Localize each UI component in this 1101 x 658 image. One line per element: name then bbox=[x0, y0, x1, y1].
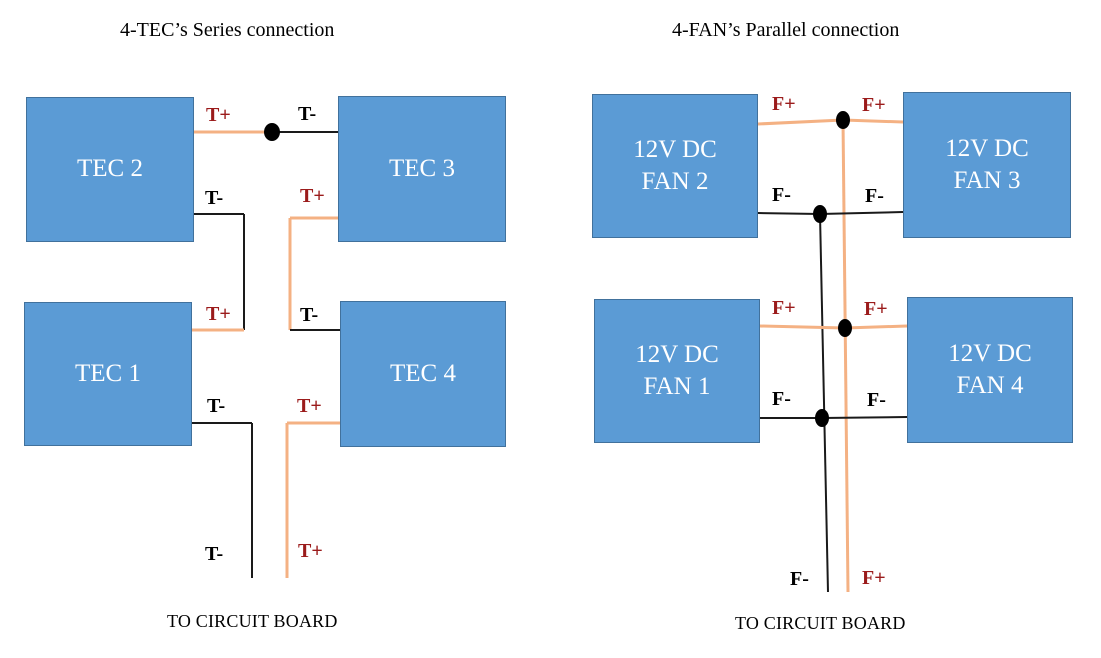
fan-module-line2: FAN 3 bbox=[953, 167, 1021, 194]
fan-neg-bus bbox=[819, 213, 829, 593]
tec-module-4: TEC 4 bbox=[340, 301, 506, 447]
fan-module-line1: 12V DC bbox=[633, 135, 717, 163]
fan-neg-junction-bottom bbox=[815, 409, 829, 427]
tec2-pos-label: T+ bbox=[206, 104, 231, 126]
tec-junction-dot bbox=[264, 123, 280, 141]
fan1-neg-label: F- bbox=[772, 388, 791, 410]
fan-pos-junction-bottom bbox=[838, 319, 852, 337]
fan-module-line2: FAN 1 bbox=[643, 373, 711, 400]
fan-module-1: 12V DC FAN 1 bbox=[594, 299, 760, 443]
fan-title: 4-FAN’s Parallel connection bbox=[672, 19, 900, 41]
fan2-neg-wire bbox=[757, 212, 821, 215]
fan1-pos-wire bbox=[759, 324, 846, 330]
fan-module-line2: FAN 4 bbox=[956, 372, 1024, 399]
fan4-pos-label: F+ bbox=[864, 298, 888, 320]
fan4-neg-label: F- bbox=[867, 389, 886, 411]
fan3-pos-wire bbox=[842, 118, 904, 124]
tec-title: 4-TEC’s Series connection bbox=[120, 19, 335, 41]
tec1-pos-label: T+ bbox=[206, 303, 231, 325]
fan4-neg-wire bbox=[821, 416, 908, 419]
fan3-pos-label: F+ bbox=[862, 94, 886, 116]
tec-footer: TO CIRCUIT BOARD bbox=[167, 611, 338, 631]
fan-module-2: 12V DC FAN 2 bbox=[592, 94, 758, 238]
tec-module-1: TEC 1 bbox=[24, 302, 192, 446]
tec-module-label: TEC 1 bbox=[75, 359, 141, 387]
fan-module-line1: 12V DC bbox=[945, 134, 1029, 162]
tec1-neg-label: T- bbox=[207, 395, 226, 417]
fan-pos-bus bbox=[841, 119, 850, 593]
fan3-neg-label: F- bbox=[865, 185, 884, 207]
fan1-pos-label: F+ bbox=[772, 297, 796, 319]
fan-neg-junction-top bbox=[813, 205, 827, 223]
tec-module-label: TEC 2 bbox=[77, 155, 143, 183]
fan-module-line2: FAN 2 bbox=[641, 168, 709, 195]
fan3-neg-wire bbox=[819, 211, 904, 215]
fan-module-line1: 12V DC bbox=[635, 340, 719, 368]
tec-module-3: TEC 3 bbox=[338, 96, 506, 242]
fan-board-pos-label: F+ bbox=[862, 567, 886, 589]
tec-module-2: TEC 2 bbox=[26, 97, 194, 242]
fan-module-line1: 12V DC bbox=[948, 339, 1032, 367]
tec2-neg-label: T- bbox=[205, 187, 224, 209]
tec4-neg-label: T- bbox=[300, 304, 319, 326]
fan2-neg-label: F- bbox=[772, 184, 791, 206]
fan-module-3: 12V DC FAN 3 bbox=[903, 92, 1071, 238]
tec4-pos-label: T+ bbox=[297, 395, 322, 417]
fan4-pos-wire bbox=[844, 324, 908, 330]
tec-module-label: TEC 3 bbox=[389, 154, 455, 182]
fan-board-neg-label: F- bbox=[790, 568, 809, 590]
tec3-neg-label: T- bbox=[298, 103, 317, 125]
fan-pos-junction-top bbox=[836, 111, 850, 129]
fan-module-4: 12V DC FAN 4 bbox=[907, 297, 1073, 443]
fan2-pos-wire bbox=[757, 118, 844, 126]
fan2-pos-label: F+ bbox=[772, 93, 796, 115]
tec-board-pos-label: T+ bbox=[298, 540, 323, 562]
tec-module-label: TEC 4 bbox=[390, 359, 456, 387]
tec-board-neg-label: T- bbox=[205, 543, 224, 565]
fan-footer: TO CIRCUIT BOARD bbox=[735, 613, 906, 633]
tec3-pos-label: T+ bbox=[300, 185, 325, 207]
